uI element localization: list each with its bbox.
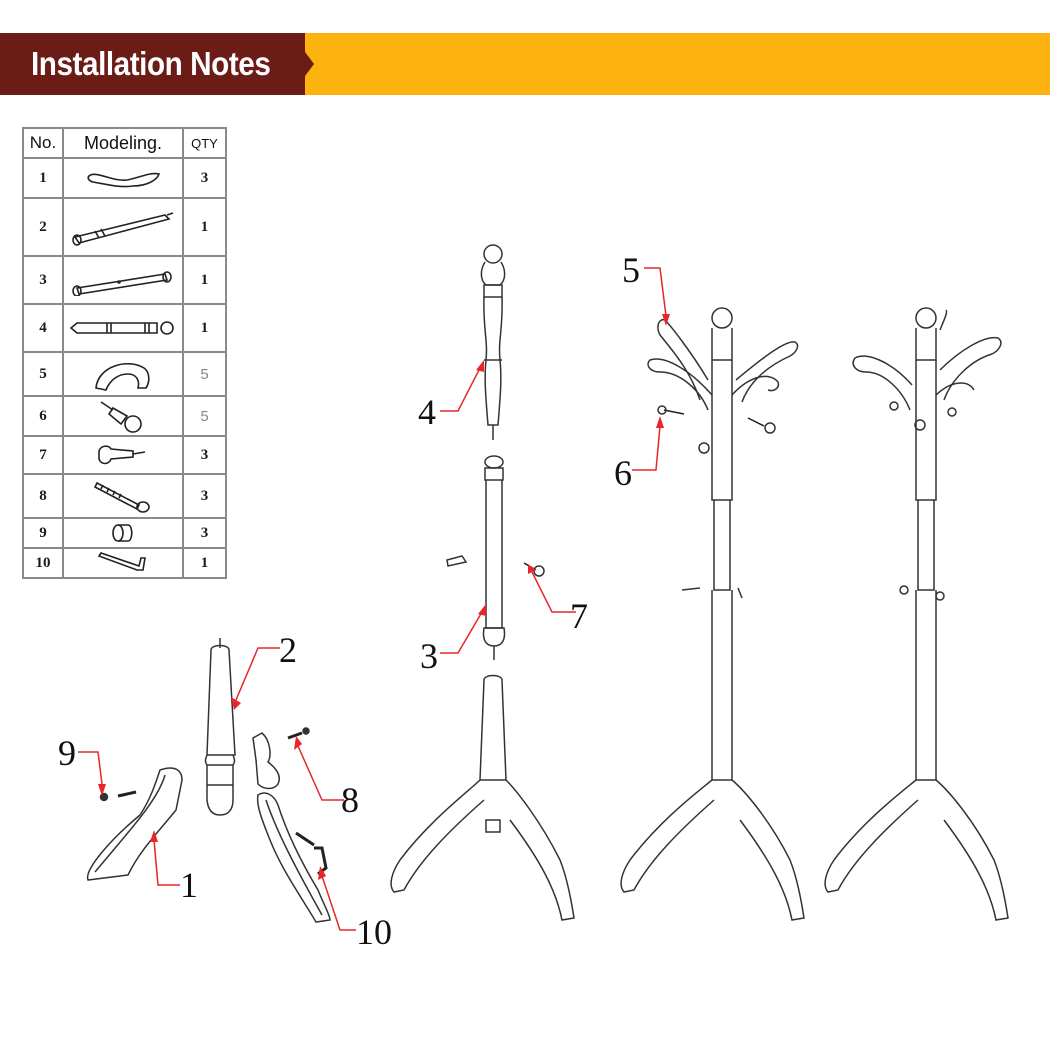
table-row: 5 5 <box>22 351 227 397</box>
part-illustration <box>62 395 184 437</box>
table-row: 6 5 <box>22 395 227 437</box>
table-row: 7 3 <box>22 435 227 475</box>
part-illustration <box>62 255 184 305</box>
callout-1: 1 <box>180 865 198 905</box>
part-number: 9 <box>22 517 64 549</box>
banner-arrow-notch <box>305 52 314 76</box>
part-qty: 3 <box>182 435 227 475</box>
table-header-row: No. Modeling. QTY <box>22 127 227 159</box>
part-qty: 1 <box>182 547 227 579</box>
callout-10: 10 <box>356 912 392 952</box>
base-assembly-1 <box>390 674 575 921</box>
callout-4: 4 <box>418 392 436 432</box>
part-number: 6 <box>22 395 64 437</box>
base-leg-right <box>256 792 331 923</box>
part-illustration <box>62 473 184 519</box>
callout-9: 9 <box>58 733 76 773</box>
part-qty: 3 <box>182 473 227 519</box>
middle-pole-exploded <box>482 455 506 660</box>
base-leg-left <box>86 767 183 881</box>
callout-8: 8 <box>341 780 359 820</box>
top-pole-icon <box>69 321 174 335</box>
callout-5: 5 <box>622 250 640 290</box>
table-row: 10 1 <box>22 547 227 579</box>
coat-tree-assembled-1 <box>620 307 805 921</box>
bolt-icon <box>93 481 150 513</box>
part-qty: 3 <box>182 517 227 549</box>
part-qty: 5 <box>182 351 227 397</box>
table-row: 8 3 <box>22 473 227 519</box>
base-leg-icon <box>87 172 161 188</box>
table-row: 9 3 <box>22 517 227 549</box>
part-number: 5 <box>22 351 64 397</box>
table-row: 2 1 <box>22 197 227 257</box>
barrel-nut-icon <box>112 524 133 542</box>
callout-6: 6 <box>614 453 632 493</box>
top-pole-exploded <box>480 244 506 440</box>
bracket-part <box>252 732 280 790</box>
column-header-qty: QTY <box>182 127 227 159</box>
bottom-pole-icon <box>72 212 174 246</box>
column-header-no: No. <box>22 127 64 159</box>
table-row: 1 3 <box>22 157 227 199</box>
header-banner: Installation Notes <box>0 33 1050 95</box>
part-illustration <box>62 303 184 353</box>
part-illustration <box>62 157 184 199</box>
part-qty: 1 <box>182 255 227 305</box>
part-illustration <box>62 197 184 257</box>
parts-list-table: No. Modeling. QTY 1 3 2 1 3 1 4 <box>22 127 227 579</box>
middle-pole-icon <box>72 271 172 296</box>
allen-key-icon <box>97 552 146 571</box>
part-number: 1 <box>22 157 64 199</box>
callout-2: 2 <box>279 630 297 670</box>
large-peg-icon <box>100 401 142 433</box>
part-number: 3 <box>22 255 64 305</box>
callout-3: 3 <box>420 636 438 676</box>
part-qty: 3 <box>182 157 227 199</box>
part-number: 8 <box>22 473 64 519</box>
part-number: 2 <box>22 197 64 257</box>
hook-arm-icon <box>95 363 150 391</box>
part-qty: 5 <box>182 395 227 437</box>
header-title-band: Installation Notes <box>0 33 305 95</box>
coat-tree-assembled-2 <box>824 307 1009 921</box>
column-header-modeling: Modeling. <box>62 127 184 159</box>
part-illustration <box>62 351 184 397</box>
table-row: 3 1 <box>22 255 227 305</box>
part-illustration <box>62 517 184 549</box>
part-number: 10 <box>22 547 64 579</box>
part-number: 7 <box>22 435 64 475</box>
callout-7: 7 <box>570 596 588 636</box>
table-row: 4 1 <box>22 303 227 353</box>
part-qty: 1 <box>182 303 227 353</box>
bottom-pole-part <box>204 638 236 816</box>
small-peg-icon <box>98 445 146 465</box>
part-qty: 1 <box>182 197 227 257</box>
page-title: Installation Notes <box>31 45 271 82</box>
part-number: 4 <box>22 303 64 353</box>
part-illustration <box>62 435 184 475</box>
part-illustration <box>62 547 184 579</box>
